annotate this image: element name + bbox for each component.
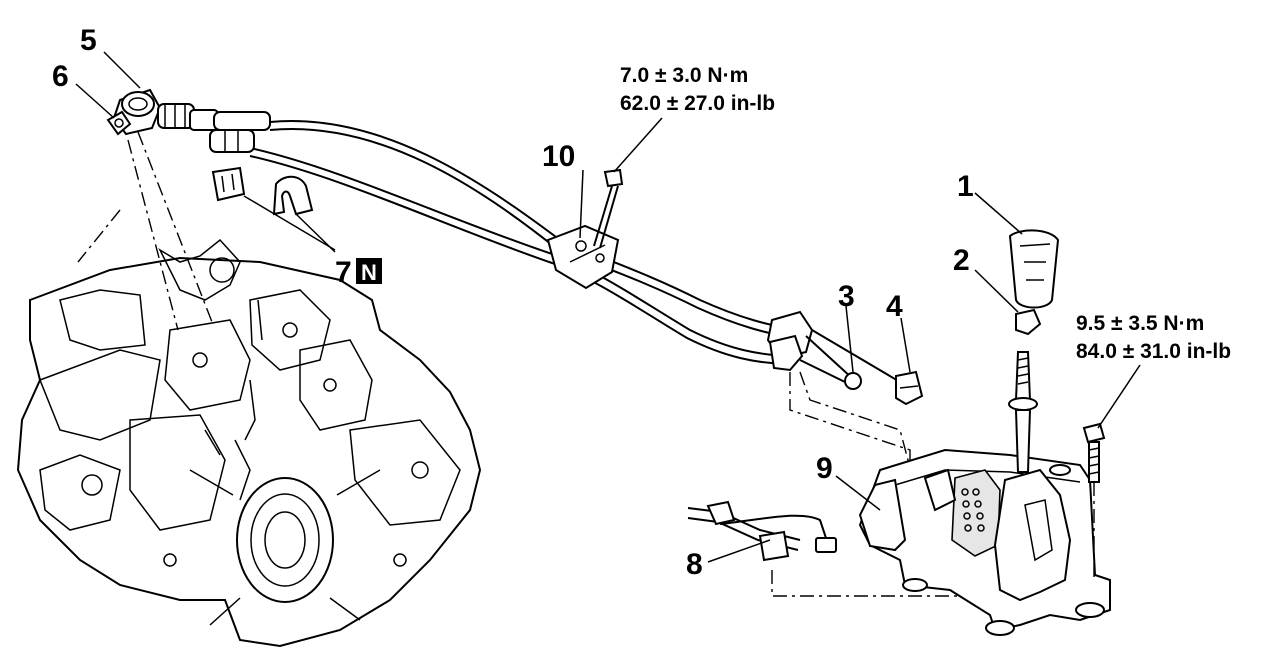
shift-lever-rod (1008, 351, 1038, 473)
torque-bracket-metric: 7.0 ± 3.0 N·m (620, 64, 748, 87)
cable-retainer-right (272, 175, 314, 216)
torque-lever-imperial: 84.0 ± 31.0 in-lb (1076, 340, 1231, 363)
cable-bracket (546, 224, 620, 290)
shift-knob (1008, 229, 1060, 309)
lever-bolt (1082, 422, 1106, 578)
bracket-bolt (593, 168, 624, 249)
callout-3: 3 (838, 280, 855, 313)
callout-2: 2 (953, 244, 970, 277)
cable-end-assembly (112, 88, 271, 153)
torque-bracket-imperial: 62.0 ± 27.0 in-lb (620, 92, 775, 115)
callout-6: 6 (52, 60, 69, 93)
callout-8: 8 (686, 548, 703, 581)
callout-5: 5 (80, 24, 97, 57)
callout-7: 7 (335, 256, 352, 289)
callout-7-badge: N (361, 260, 377, 285)
wiring-harness (687, 500, 837, 562)
knob-nut (1015, 308, 1042, 336)
callout-4: 4 (886, 290, 903, 323)
cable-bushing (895, 370, 924, 406)
cable-lever-end (766, 310, 901, 390)
shift-lever-assembly (858, 448, 1111, 636)
leader-lines (75, 51, 1141, 563)
transaxle-housing (16, 238, 482, 648)
callout-7-badge-box (356, 258, 382, 284)
callout-1: 1 (957, 170, 974, 203)
torque-lever-metric: 9.5 ± 3.5 N·m (1076, 312, 1204, 335)
callout-10: 10 (542, 140, 575, 173)
callout-9: 9 (816, 452, 833, 485)
cable-retainer-left (211, 166, 246, 202)
